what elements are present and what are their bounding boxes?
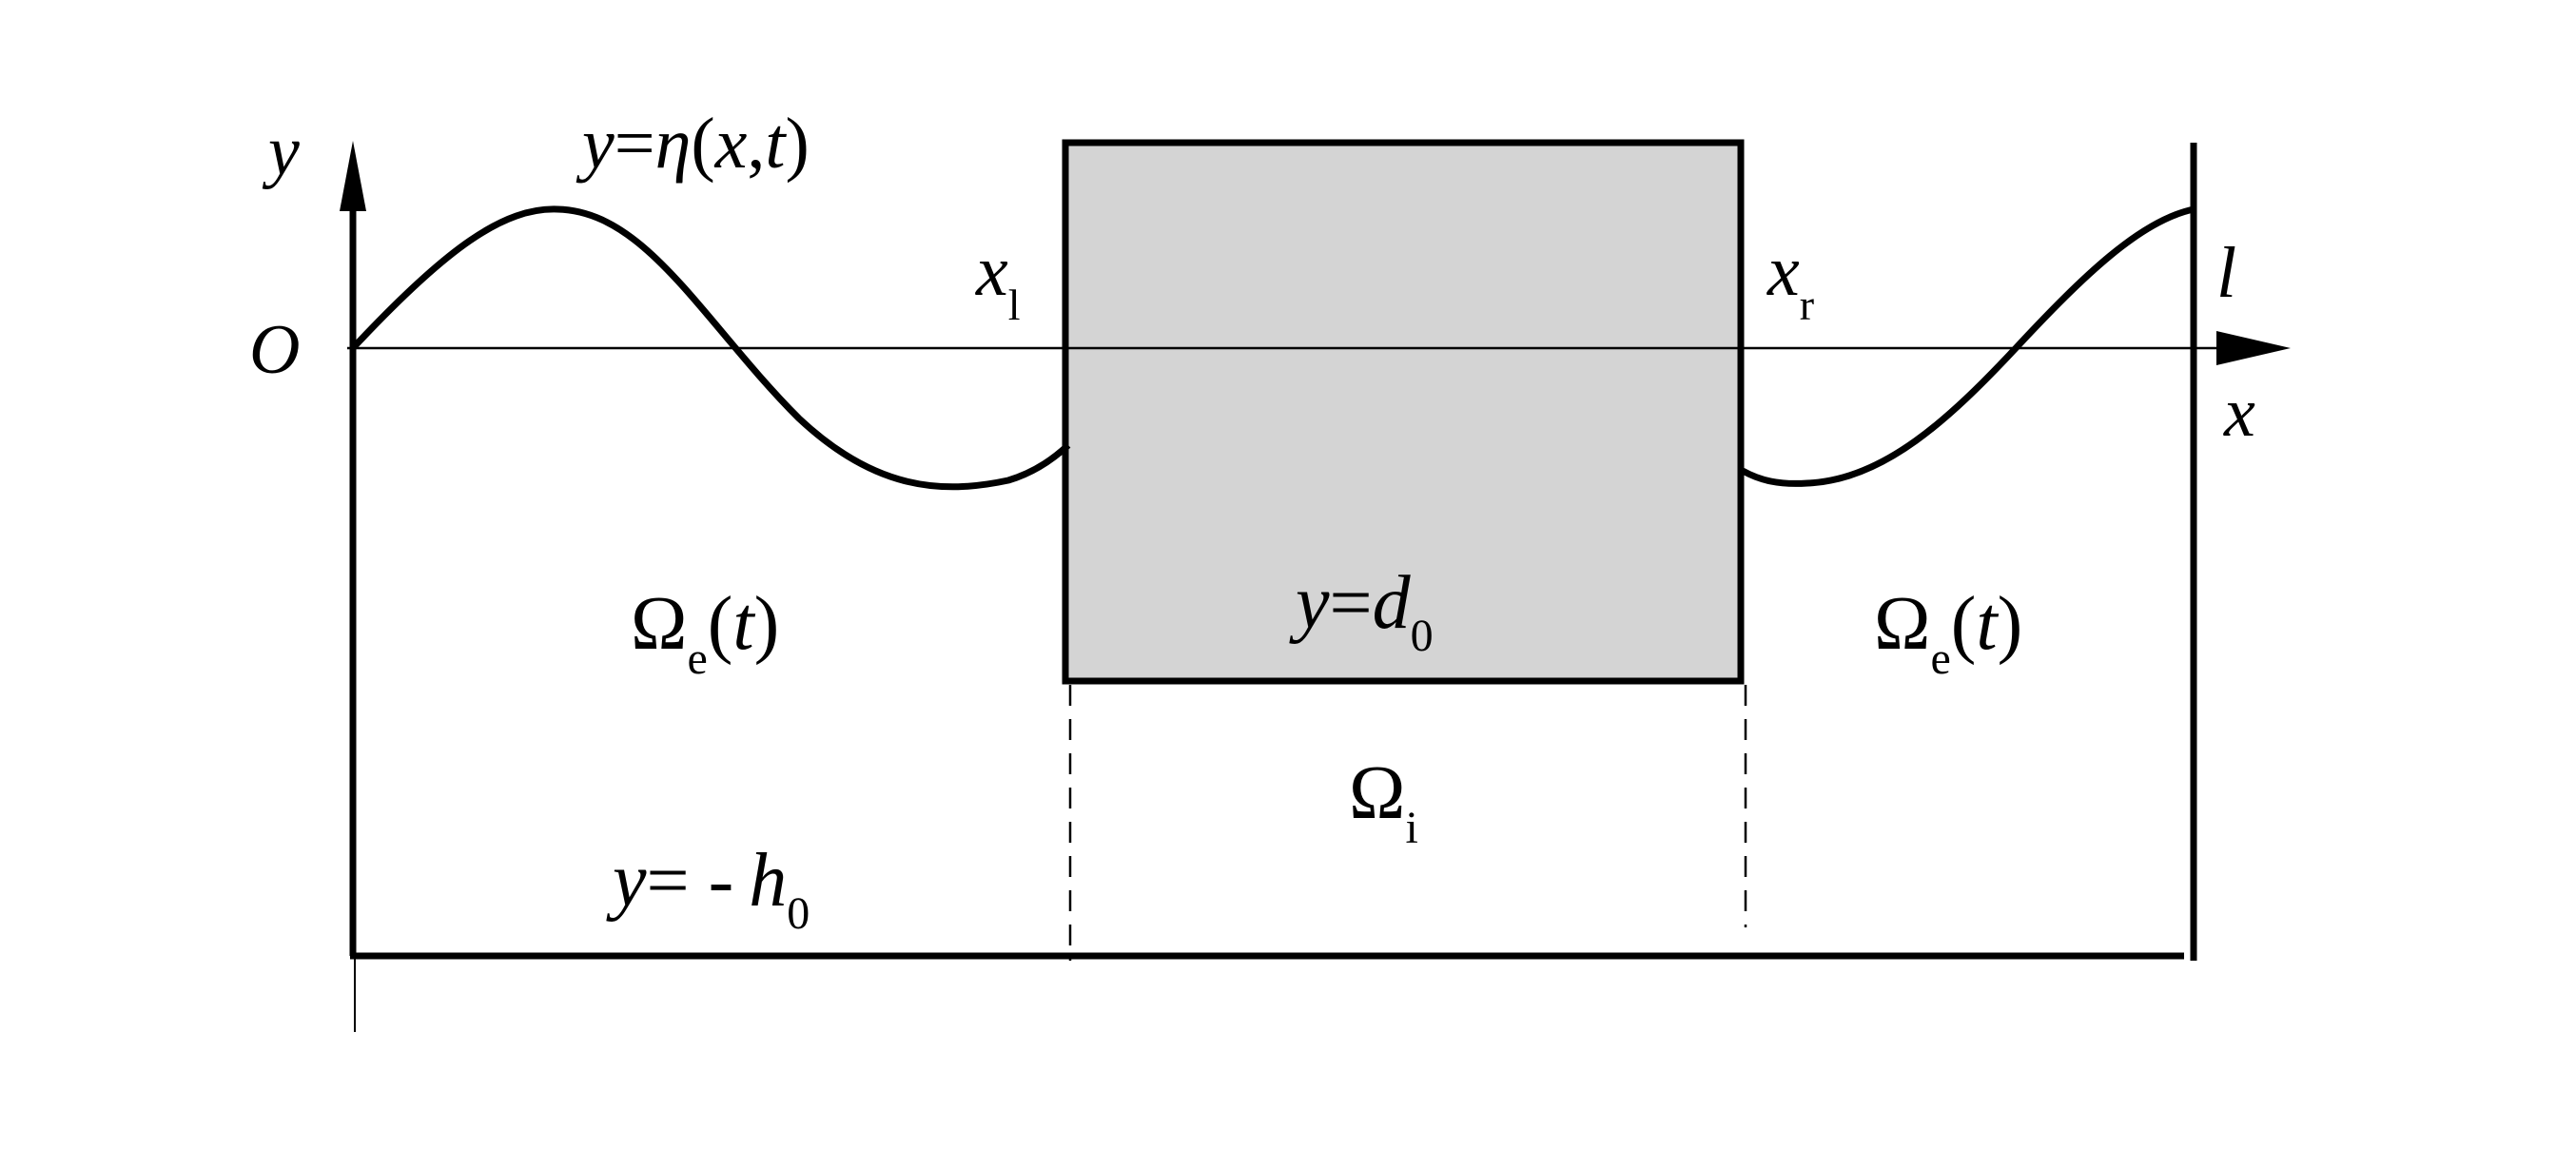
y-axis-label: y [262,112,300,190]
body-bottom-label: y=d0 [1289,561,1434,661]
free-surface-label: y=η(x,t) [576,104,810,184]
omega-i-label: Ωi [1349,751,1418,853]
y-axis-arrowhead [340,141,366,211]
x-axis-label: x [2223,374,2255,452]
omega-e-right-label: Ωe(t) [1874,582,2022,684]
length-label: l [2216,233,2236,313]
x-left-label: xl [975,231,1021,329]
origin-label: O [249,311,300,389]
floating-body [1062,139,1745,685]
x-axis-arrowhead [2216,331,2291,365]
omega-e-left-label: Ωe(t) [631,582,779,684]
tank-bottom-label: y= -h0 [606,839,810,939]
free-surface-right [1741,205,2195,487]
free-surface-left [350,205,1071,491]
x-right-label: xr [1766,231,1814,329]
